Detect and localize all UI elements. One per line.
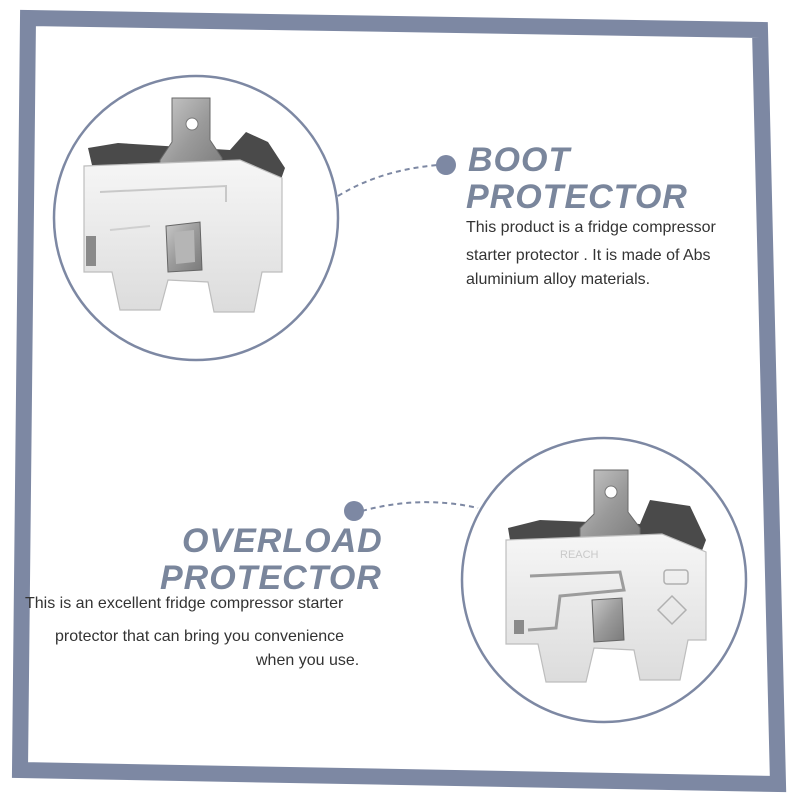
overload-title-line1: OVERLOAD: [182, 522, 383, 560]
part-marking: REACH: [560, 549, 599, 561]
boot-desc-line3: aluminium alloy materials.: [466, 271, 651, 288]
boot-desc-line2: starter protector . It is made of Abs: [466, 247, 711, 264]
overload-protector-image: [460, 436, 748, 724]
overload-title-line2: PROTECTOR: [160, 559, 382, 597]
connector-line-overload: [361, 501, 479, 512]
overload-desc-line1: This is an excellent fridge compressor s…: [25, 595, 344, 612]
connector-dot-overload: [344, 501, 364, 521]
boot-title-line1: BOOT: [468, 141, 571, 179]
connector-line-boot: [337, 164, 439, 197]
boot-protector-image: [52, 74, 340, 362]
outer-frame: [11, 9, 787, 793]
boot-title-line2: PROTECTOR: [466, 178, 688, 216]
overload-desc-line2: protector that can bring you convenience: [55, 628, 345, 645]
boot-desc-line1: This product is a fridge compressor: [466, 219, 716, 236]
overload-desc-line3: when you use.: [256, 652, 360, 669]
connector-dot-boot: [436, 155, 456, 175]
